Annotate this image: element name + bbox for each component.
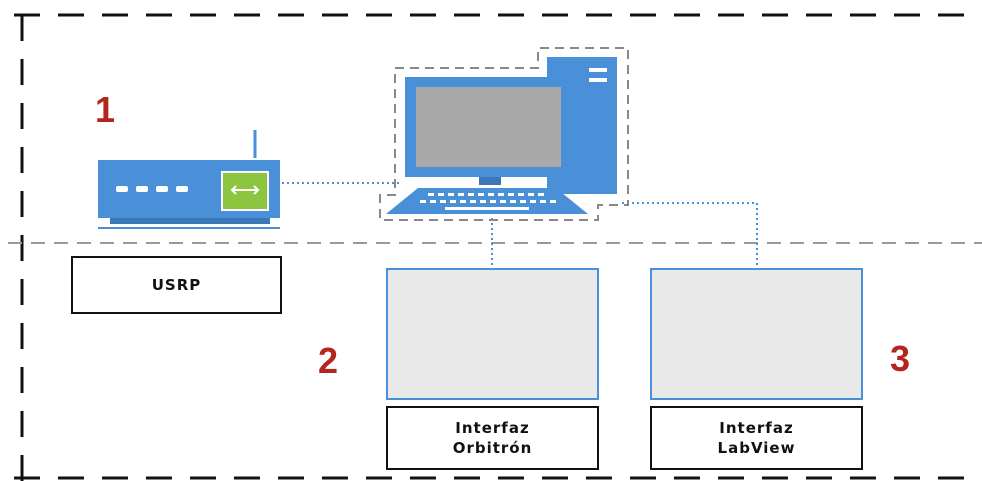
orbitron-label: Interfaz Orbitrón <box>386 406 599 470</box>
labview-interface-panel <box>650 268 863 400</box>
step-number-1: 1 <box>95 89 116 130</box>
labview-label: Interfaz LabView <box>650 406 863 470</box>
computer-icon <box>379 47 629 221</box>
router-icon <box>98 130 280 229</box>
step-number-3: 3 <box>890 338 911 379</box>
labview-label-line2: LabView <box>717 439 796 457</box>
step-number-2: 2 <box>318 340 339 381</box>
orbitron-interface-panel <box>386 268 599 400</box>
labview-label-line1: Interfaz <box>719 418 794 437</box>
usrp-label-text: USRP <box>151 275 202 294</box>
orbitron-label-line1: Interfaz <box>455 418 530 437</box>
connector-pc-labview <box>622 202 758 268</box>
usrp-label: USRP <box>71 256 282 314</box>
orbitron-label-line2: Orbitrón <box>452 439 533 457</box>
